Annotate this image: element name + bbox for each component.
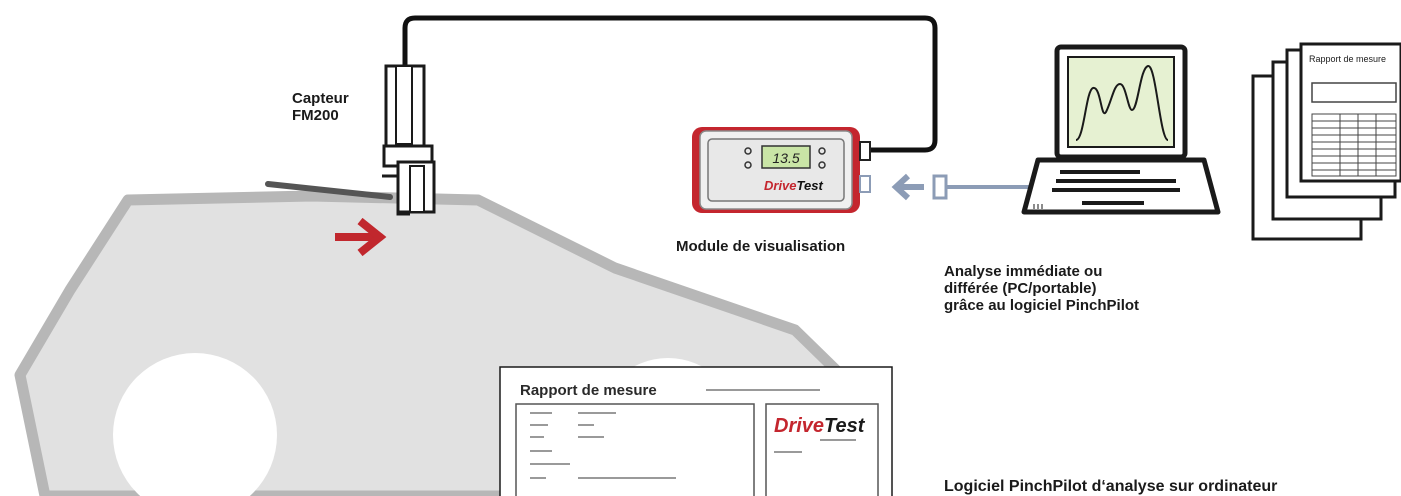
report-document: Rapport de mesure DriveTest xyxy=(499,366,893,496)
car-wheel-front xyxy=(113,353,277,496)
car-window-line xyxy=(127,193,313,203)
device-button-tr xyxy=(818,147,826,155)
laptop-icon xyxy=(1021,44,1221,215)
report-stack-icon: Rapport de mesure xyxy=(1251,42,1401,241)
report-doc-fields xyxy=(530,412,802,479)
software-label: Logiciel PinchPilot d‘analyse sur ordina… xyxy=(944,478,1278,495)
report-doc-title: Rapport de mesure xyxy=(520,382,657,399)
analysis-label: Analyse immédiate ou différée (PC/portab… xyxy=(944,263,1140,314)
device-button-br xyxy=(818,161,826,169)
lcd-display xyxy=(761,145,811,169)
data-link xyxy=(932,174,1038,200)
sensor-cable xyxy=(402,15,938,153)
report-table xyxy=(1311,113,1397,177)
display-module-device: 13.5 DriveTest xyxy=(692,127,871,213)
module-label: Module de visualisation xyxy=(676,238,846,255)
arrow-right-icon xyxy=(335,217,387,257)
device-button-tl xyxy=(744,147,752,155)
lcd-value: 13.5 xyxy=(772,150,799,166)
device-button-bl xyxy=(744,161,752,169)
car-antenna xyxy=(265,181,393,200)
laptop-screen-graph xyxy=(1075,64,1169,141)
sensor-label: Capteur FM200 xyxy=(292,90,349,124)
arrow-left-icon xyxy=(891,173,924,201)
sensor-fm200 xyxy=(382,64,436,216)
report-stack-title: Rapport de mesure xyxy=(1309,54,1386,64)
device-brand-logo: DriveTest xyxy=(764,178,823,193)
report-doc-logo: DriveTest xyxy=(774,415,866,437)
